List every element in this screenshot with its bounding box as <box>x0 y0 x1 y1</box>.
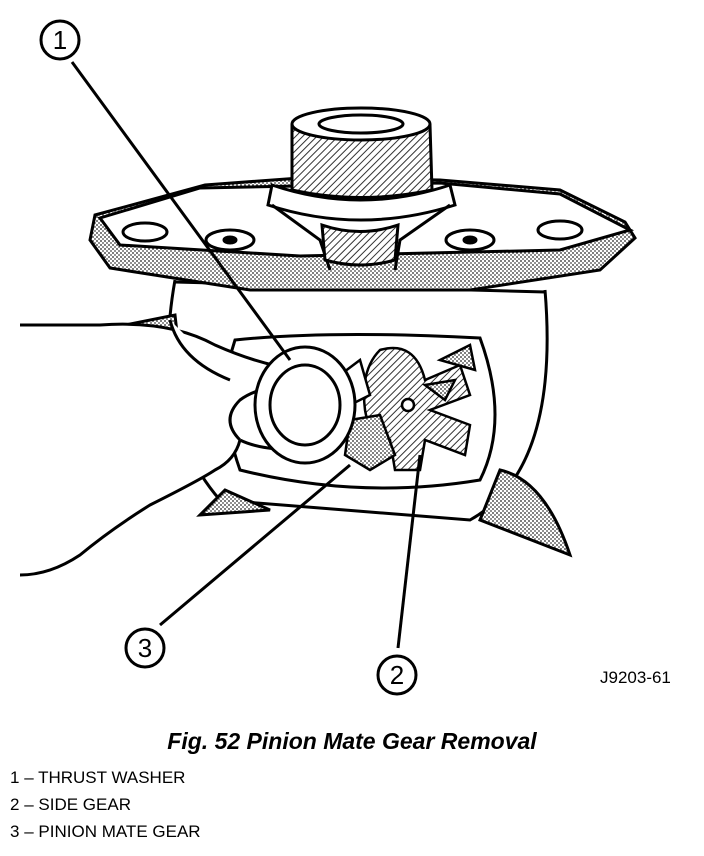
callout-2-number: 2 <box>390 660 404 690</box>
legend-dash: – <box>24 795 34 814</box>
legend: 1 – THRUST WASHER 2 – SIDE GEAR 3 – PINI… <box>10 764 201 845</box>
legend-item: 3 – PINION MATE GEAR <box>10 818 201 845</box>
pinion-mate-gear-removal-illustration: 1 3 2 <box>19 19 637 696</box>
legend-number: 2 <box>10 795 20 814</box>
legend-item: 1 – THRUST WASHER <box>10 764 201 791</box>
legend-label: SIDE GEAR <box>38 795 131 814</box>
thrust-washer-shape <box>253 345 357 465</box>
figure-code: J9203-61 <box>600 668 671 687</box>
legend-item: 2 – SIDE GEAR <box>10 791 201 818</box>
callout-2: 2 <box>376 654 418 696</box>
legend-label: THRUST WASHER <box>38 768 186 787</box>
callout-3-number: 3 <box>138 633 152 663</box>
callout-1: 1 <box>39 19 81 61</box>
callout-1-number: 1 <box>53 25 67 55</box>
leader-lines <box>70 61 422 649</box>
callout-3: 3 <box>124 627 166 669</box>
legend-dash: – <box>24 768 34 787</box>
legend-label: PINION MATE GEAR <box>38 822 201 841</box>
bearing-hub <box>266 106 457 271</box>
figure-caption: Fig. 52 Pinion Mate Gear Removal <box>167 728 537 754</box>
legend-number: 3 <box>10 822 20 841</box>
legend-number: 1 <box>10 768 20 787</box>
legend-dash: – <box>24 822 34 841</box>
